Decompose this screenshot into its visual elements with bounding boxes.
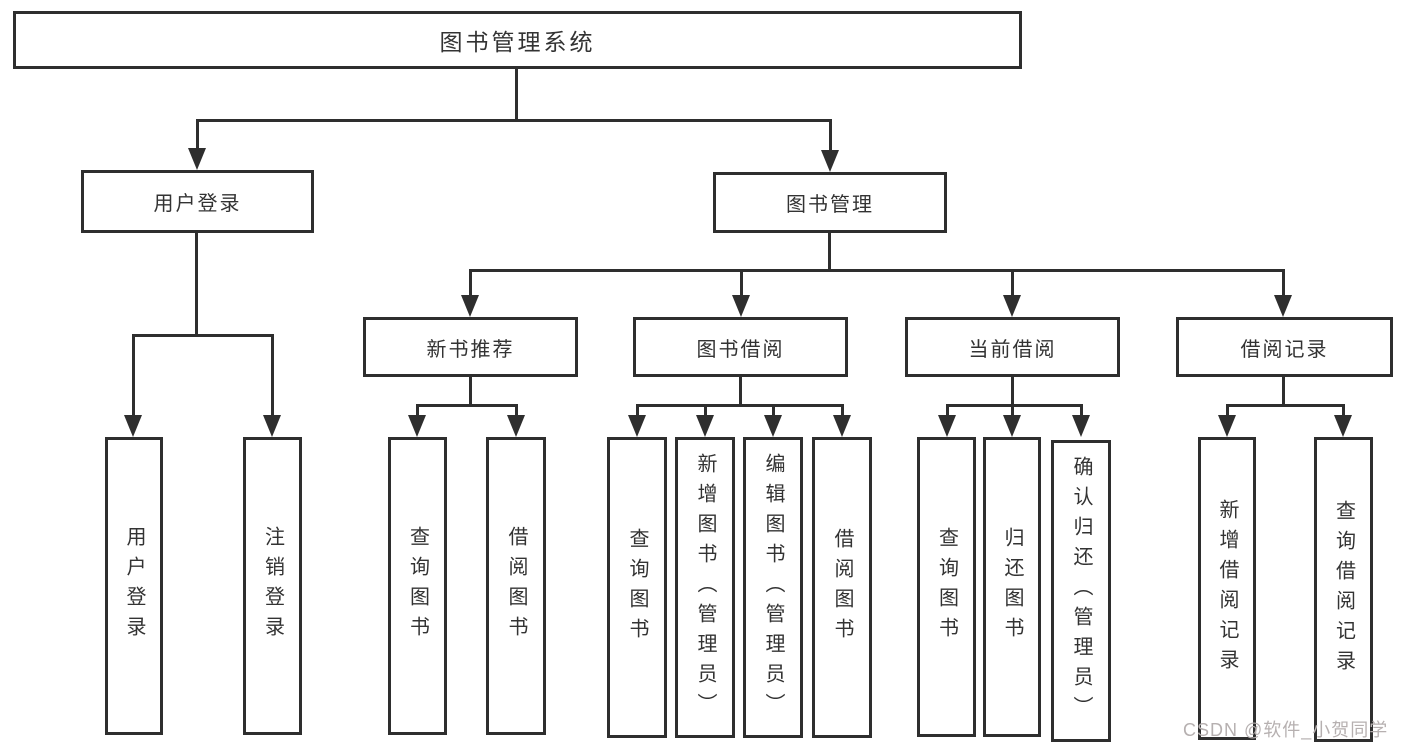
connector-hline (637, 404, 844, 407)
node-user-login-label: 用户登录 (153, 193, 242, 215)
leaf-query-borrow-record: 查询借阅记录 (1314, 437, 1373, 742)
connector-vline (469, 377, 472, 406)
leaf-add-books-admin: 新增图书（管理员） (675, 437, 735, 738)
csdn-watermark: CSDN @软件_小贺同学 (1183, 720, 1389, 740)
group-new-book-recommend: 新书推荐 (363, 317, 578, 377)
connector-vline (469, 269, 472, 297)
leaf-edit-books-admin-label: 编辑图书（管理员） (762, 452, 784, 723)
leaf-borrow-books-label: 借阅图书 (831, 527, 853, 648)
connector-vline (1080, 404, 1083, 417)
connector-vline (1011, 404, 1014, 417)
arrowhead-down-icon (1003, 415, 1021, 437)
connector-vline (828, 233, 831, 271)
connector-hline (417, 404, 518, 407)
connector-vline (515, 69, 518, 119)
leaf-recommend-borrow-books-label: 借阅图书 (505, 526, 527, 646)
connector-hline (470, 269, 1285, 272)
leaf-current-query-books-label: 查询图书 (935, 527, 958, 647)
arrowhead-down-icon (764, 415, 782, 437)
connector-hline (947, 404, 1083, 407)
node-book-management-label: 图书管理 (786, 194, 874, 216)
arrowhead-down-icon (696, 415, 714, 437)
connector-vline (1011, 269, 1014, 297)
connector-vline (740, 269, 743, 297)
arrowhead-down-icon (188, 148, 206, 170)
leaf-borrow-query-books: 查询图书 (607, 437, 667, 738)
arrowhead-down-icon (263, 415, 281, 437)
arrowhead-down-icon (461, 295, 479, 317)
leaf-return-books-label: 归还图书 (1001, 527, 1023, 647)
leaf-edit-books-admin: 编辑图书（管理员） (743, 437, 803, 738)
group-book-borrow: 图书借阅 (633, 317, 848, 377)
node-user-login-branch: 用户登录 (81, 170, 314, 233)
connector-vline (739, 377, 742, 406)
group-current-borrow-label: 当前借阅 (968, 338, 1057, 361)
connector-vline (196, 119, 199, 151)
connector-vline (636, 404, 639, 417)
connector-vline (195, 233, 198, 336)
arrowhead-down-icon (628, 415, 646, 437)
connector-vline (1011, 377, 1014, 406)
connector-vline (515, 404, 518, 417)
group-borrow-records-label: 借阅记录 (1240, 338, 1329, 361)
leaf-user-login-label: 用户登录 (123, 526, 145, 646)
leaf-recommend-query-books: 查询图书 (388, 437, 447, 735)
node-book-management: 图书管理 (713, 172, 947, 233)
arrowhead-down-icon (1003, 295, 1021, 317)
connector-vline (772, 404, 775, 417)
connector-vline (1282, 269, 1285, 297)
connector-hline (132, 334, 274, 337)
leaf-borrow-query-books-label: 查询图书 (626, 527, 648, 648)
arrowhead-down-icon (408, 415, 426, 437)
leaf-query-borrow-record-label: 查询借阅记录 (1332, 499, 1355, 680)
leaf-add-borrow-record-label: 新增借阅记录 (1216, 498, 1238, 679)
arrowhead-down-icon (938, 415, 956, 437)
leaf-borrow-books: 借阅图书 (812, 437, 872, 738)
connector-vline (1282, 377, 1285, 406)
leaf-recommend-query-books-label: 查询图书 (406, 526, 429, 646)
arrowhead-down-icon (1274, 295, 1292, 317)
group-current-borrow: 当前借阅 (905, 317, 1120, 377)
leaf-confirm-return-admin-label: 确认归还（管理员） (1070, 456, 1092, 726)
arrowhead-down-icon (821, 150, 839, 172)
leaf-user-login: 用户登录 (105, 437, 163, 735)
connector-vline (271, 334, 274, 417)
leaf-add-books-admin-label: 新增图书（管理员） (694, 452, 716, 723)
group-book-borrow-label: 图书借阅 (696, 338, 785, 361)
arrowhead-down-icon (124, 415, 142, 437)
connector-vline (946, 404, 949, 417)
connector-vline (1226, 404, 1229, 417)
connector-vline (1342, 404, 1345, 417)
arrowhead-down-icon (507, 415, 525, 437)
connector-vline (132, 334, 135, 417)
connector-hline (1227, 404, 1345, 407)
node-root: 图书管理系统 (13, 11, 1022, 69)
connector-hline (196, 119, 832, 122)
arrowhead-down-icon (1072, 415, 1090, 437)
group-borrow-records: 借阅记录 (1176, 317, 1393, 377)
connector-vline (829, 119, 832, 151)
leaf-recommend-borrow-books: 借阅图书 (486, 437, 546, 735)
arrowhead-down-icon (732, 295, 750, 317)
group-new-book-recommend-label: 新书推荐 (426, 338, 515, 361)
leaf-add-borrow-record: 新增借阅记录 (1198, 437, 1256, 740)
node-root-label: 图书管理系统 (439, 29, 596, 55)
leaf-confirm-return-admin: 确认归还（管理员） (1051, 440, 1111, 742)
arrowhead-down-icon (1218, 415, 1236, 437)
leaf-logout-label: 注销登录 (261, 526, 284, 646)
arrowhead-down-icon (1334, 415, 1352, 437)
connector-vline (416, 404, 419, 417)
leaf-logout: 注销登录 (243, 437, 302, 735)
connector-vline (704, 404, 707, 417)
arrowhead-down-icon (833, 415, 851, 437)
leaf-current-query-books: 查询图书 (917, 437, 976, 737)
connector-vline (841, 404, 844, 417)
leaf-return-books: 归还图书 (983, 437, 1041, 737)
